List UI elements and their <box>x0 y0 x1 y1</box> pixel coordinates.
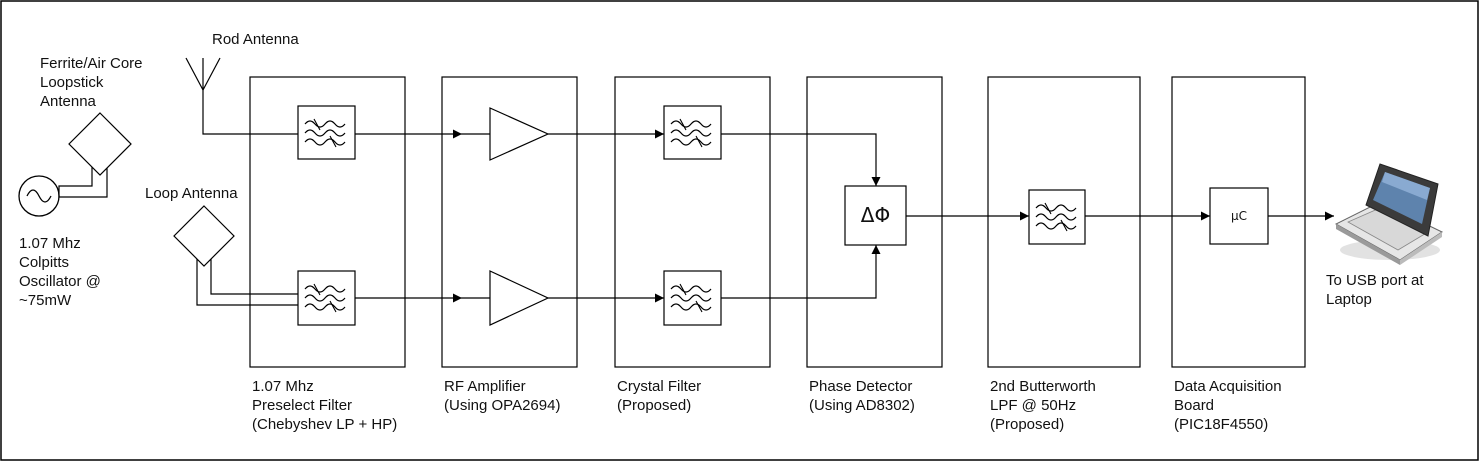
preselect-filter-top-icon <box>297 105 356 160</box>
rf-amplifier-top-icon <box>462 107 550 161</box>
preselect-filter-box <box>249 76 406 368</box>
butterworth-lpf-label: 2nd Butterworth LPF @ 50Hz (Proposed) <box>990 378 1096 433</box>
output-label: To USB port at Laptop <box>1326 272 1424 308</box>
rf-amplifier-bottom-icon <box>462 270 550 326</box>
crystal-filter-box <box>614 76 771 368</box>
microcontroller-box <box>1209 187 1269 245</box>
loop-antenna-label: Loop Antenna <box>145 185 238 202</box>
phase-detector-symbol-box <box>844 185 907 246</box>
ferrite-antenna-icon <box>58 112 132 198</box>
rf-amplifier-box <box>441 76 578 368</box>
rod-antenna-icon <box>185 57 298 135</box>
crystal-filter-top-icon <box>663 105 722 160</box>
rf-amplifier-label: RF Amplifier (Using OPA2694) <box>444 378 561 414</box>
preselect-filter-bottom-icon <box>297 270 356 326</box>
butterworth-filter-icon <box>1028 189 1086 245</box>
preselect-filter-label: 1.07 Mhz Preselect Filter (Chebyshev LP … <box>252 378 398 433</box>
laptop-icon <box>1334 163 1444 265</box>
phase-detector-label: Phase Detector (Using AD8302) <box>809 378 915 414</box>
crystal-filter-label: Crystal Filter (Proposed) <box>617 378 702 414</box>
crystal-filter-bottom-icon <box>663 270 722 326</box>
phase-detector-symbol: ΔΦ <box>860 203 891 227</box>
microcontroller-symbol: µC <box>1230 209 1247 223</box>
data-acquisition-box <box>1171 76 1306 368</box>
oscillator-label: 1.07 Mhz Colpitts Oscillator @ ~75mW <box>19 235 101 309</box>
ferrite-antenna-label: Ferrite/Air Core Loopstick Antenna <box>40 55 143 110</box>
oscillator-icon <box>18 175 60 217</box>
phase-detector-box <box>806 76 943 368</box>
data-acquisition-label: Data Acquisition Board (PIC18F4550) <box>1174 378 1282 433</box>
butterworth-lpf-box <box>987 76 1141 368</box>
loop-antenna-icon <box>173 205 298 306</box>
rod-antenna-label: Rod Antenna <box>212 31 299 48</box>
